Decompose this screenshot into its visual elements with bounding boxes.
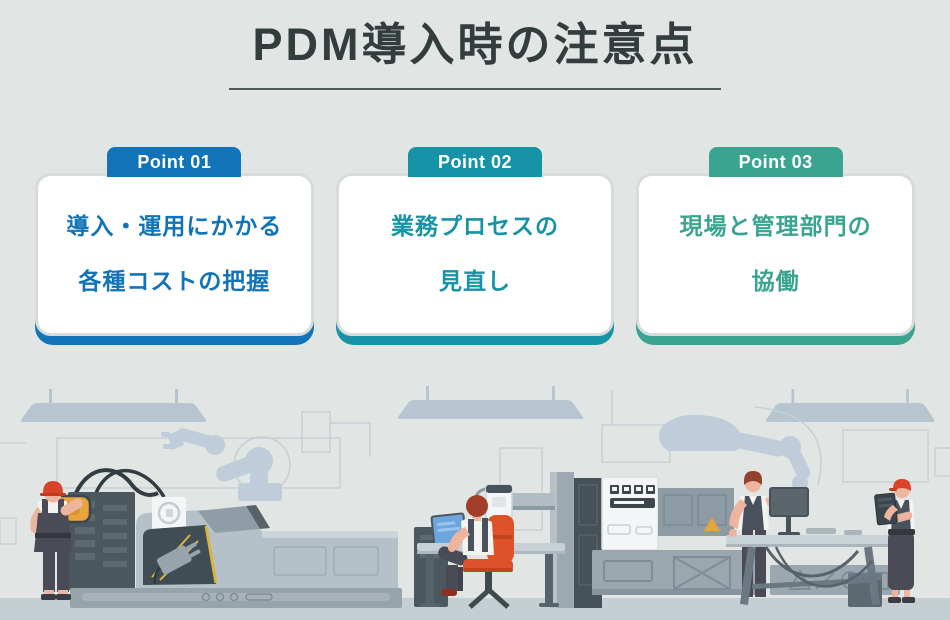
seated-worker-figure bbox=[438, 495, 514, 609]
monitor bbox=[769, 487, 809, 536]
hard-hat-icon bbox=[42, 481, 64, 495]
page-title: PDM導入時の注意点 bbox=[252, 19, 698, 70]
point-2-text-line-1: 業務プロセスの bbox=[391, 213, 559, 240]
point-3-badge: Point 03 bbox=[708, 147, 843, 177]
assembly-arm-unit bbox=[472, 472, 574, 608]
plug-icon bbox=[153, 542, 201, 584]
point-1-badge: Point 01 bbox=[107, 147, 242, 177]
cnc-machine bbox=[68, 468, 402, 608]
table-worker-hair bbox=[744, 471, 762, 485]
tablet bbox=[874, 492, 898, 526]
factory-illustration bbox=[0, 386, 950, 620]
tablet-worker-figure bbox=[874, 479, 915, 603]
point-1-text-line-2: 各種コストの把握 bbox=[78, 268, 271, 294]
point-card-2: Point 02 業務プロセスの 見直し bbox=[335, 147, 615, 345]
worker-operator-figure bbox=[30, 481, 83, 600]
seated-worker-hair bbox=[466, 495, 488, 517]
ceiling-lamp-icon bbox=[20, 386, 935, 422]
point-2-card-body: 業務プロセスの 見直し bbox=[335, 173, 615, 345]
red-cap-icon bbox=[893, 479, 911, 491]
point-1-text-line-1: 導入・運用にかかる bbox=[66, 213, 283, 240]
point-2-card-face: 業務プロセスの 見直し bbox=[335, 173, 615, 336]
points-row: Point 01 導入・運用にかかる 各種コストの把握 Point 02 業務プ… bbox=[35, 147, 916, 345]
point-3-card-body: 現場と管理部門の 協働 bbox=[636, 173, 916, 345]
point-3-text-line-2: 協働 bbox=[751, 268, 800, 294]
point-3-card-face: 現場と管理部門の 協働 bbox=[636, 173, 916, 336]
point-1-card-body: 導入・運用にかかる 各種コストの把握 bbox=[35, 173, 314, 345]
point-3-text-line-1: 現場と管理部門の bbox=[679, 213, 872, 240]
press-machine bbox=[574, 476, 900, 608]
point-card-1: Point 01 導入・運用にかかる 各種コストの把握 bbox=[35, 147, 314, 345]
work-table bbox=[726, 528, 894, 605]
point-2-text-line-2: 見直し bbox=[439, 268, 511, 294]
point-1-card-face: 導入・運用にかかる 各種コストの把握 bbox=[35, 173, 314, 336]
point-2-badge: Point 02 bbox=[408, 147, 542, 177]
warning-triangle-icon bbox=[704, 517, 720, 531]
point-card-3: Point 03 現場と管理部門の 協働 bbox=[636, 147, 916, 345]
robot-arm-icon bbox=[161, 428, 291, 501]
title-underline bbox=[229, 88, 721, 90]
